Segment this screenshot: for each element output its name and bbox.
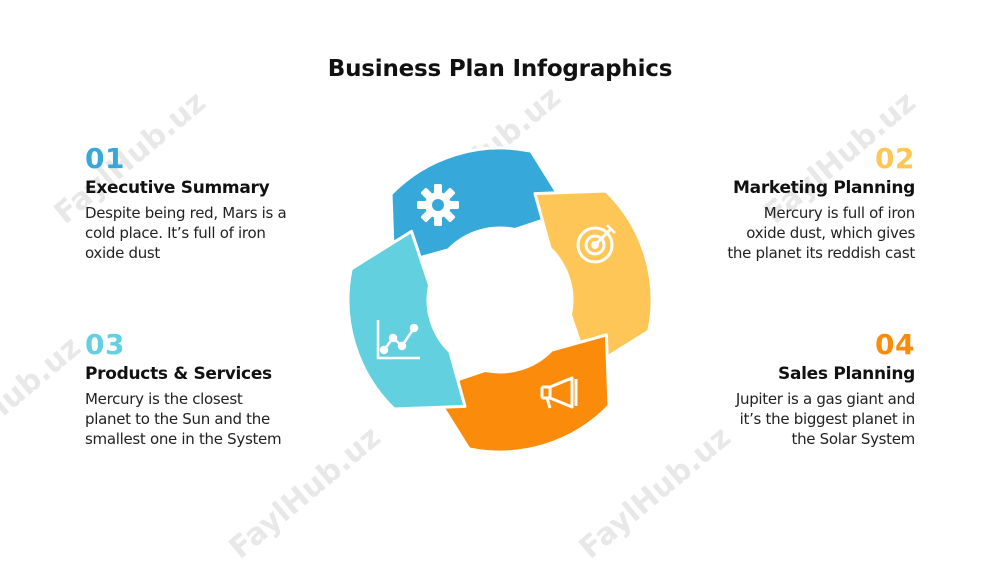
megaphone-icon <box>540 376 578 409</box>
description-line: it’s the biggest planet in <box>739 410 916 428</box>
watermark-text: FaylHub.uz <box>0 330 88 476</box>
section-products-services: 03 Products & Services Mercury is the cl… <box>85 329 345 449</box>
segment-sales-planning <box>429 333 611 454</box>
step-description: Jupiter is a gas giant and it’s the bigg… <box>655 389 915 449</box>
target-icon <box>576 224 616 264</box>
description-line: oxide dust <box>85 244 161 262</box>
step-heading: Sales Planning <box>778 364 915 384</box>
description-line: cold place. It’s full of iron <box>85 224 266 242</box>
description-line: Despite being red, Mars is a <box>85 204 287 222</box>
description-line: Mercury is the closest <box>85 390 243 408</box>
segment-executive-summary <box>389 146 571 267</box>
description-line: the Solar System <box>791 430 915 448</box>
segment-products-services <box>346 229 467 411</box>
section-executive-summary: 01 Executive Summary Despite being red, … <box>85 143 345 263</box>
description-line: oxide dust, which gives <box>746 224 915 242</box>
step-number: 04 <box>875 328 915 361</box>
step-number: 03 <box>85 328 125 361</box>
description-line: Jupiter is a gas giant and <box>735 390 915 408</box>
description-line: planet to the Sun and the <box>85 410 270 428</box>
page-title: Business Plan Infographics <box>327 56 673 82</box>
step-description: Mercury is full of iron oxide dust, whic… <box>655 203 915 263</box>
section-sales-planning: 04 Sales Planning Jupiter is a gas giant… <box>655 329 915 449</box>
step-heading: Executive Summary <box>85 178 270 198</box>
gear-icon <box>417 184 459 226</box>
step-heading: Products & Services <box>85 364 272 384</box>
step-heading: Marketing Planning <box>733 178 915 198</box>
description-line: smallest one in the System <box>85 430 282 448</box>
step-description: Despite being red, Mars is a cold place.… <box>85 203 345 263</box>
section-marketing-planning: 02 Marketing Planning Mercury is full of… <box>655 143 915 263</box>
step-number: 02 <box>875 142 915 175</box>
line-chart-icon <box>376 320 420 360</box>
step-description: Mercury is the closest planet to the Sun… <box>85 389 345 449</box>
cycle-diagram <box>346 146 654 454</box>
step-number: 01 <box>85 142 125 175</box>
description-line: Mercury is full of iron <box>763 204 916 222</box>
segment-marketing-planning <box>533 189 654 371</box>
description-line: the planet its reddish cast <box>727 244 915 262</box>
